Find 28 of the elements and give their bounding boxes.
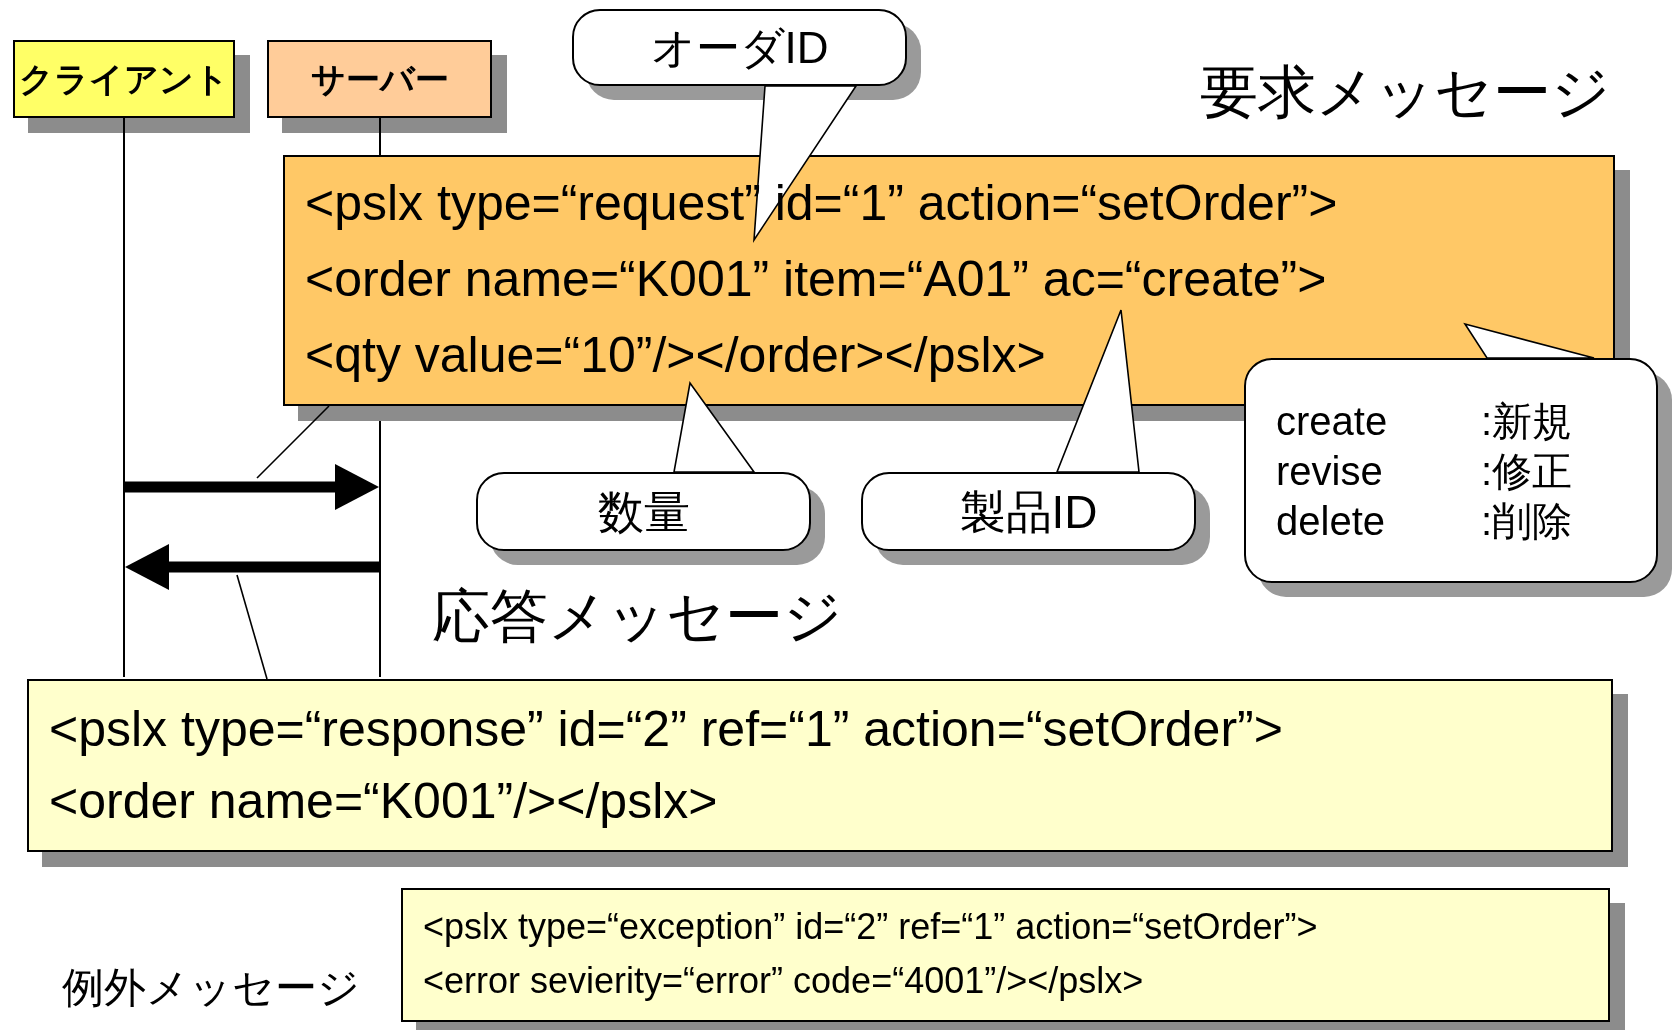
message-heading: 応答メッセージ — [432, 582, 842, 650]
code-line: <error sevierity=“error” code=“4001”/></pslx> — [423, 959, 1145, 1003]
speech-bubble-tail — [1055, 309, 1140, 473]
code-line: <order name=“K001” item=“A01” ac=“create”> — [305, 250, 1328, 309]
code-line: <pslx type=“exception” id=“2” ref=“1” action=“setOrder”> — [423, 905, 1319, 949]
legend-text: revise — [1276, 447, 1384, 495]
legend-text: :新規 — [1481, 397, 1574, 445]
leader-line — [256, 405, 330, 479]
participant-label: クライアント — [19, 58, 229, 100]
legend-text: :削除 — [1481, 497, 1574, 545]
speech-bubble-tail — [753, 85, 858, 243]
message-heading: 要求メッセージ — [1200, 58, 1610, 126]
code-line: <order name=“K001”/></pslx> — [49, 772, 719, 831]
participant-label: サーバー — [310, 58, 449, 100]
code-line: <pslx type=“response” id=“2” ref=“1” action=“setOrder”> — [49, 700, 1284, 759]
arrow — [125, 464, 379, 510]
legend-text: create — [1276, 397, 1389, 445]
message-heading: 例外メッセージ — [62, 963, 360, 1013]
callout-text: オーダID — [650, 22, 829, 74]
speech-bubble-tail — [673, 381, 756, 473]
leader-line — [236, 574, 268, 680]
callout-text: 数量 — [597, 484, 690, 540]
code-line: <qty value=“10”/></order></pslx> — [305, 326, 1047, 385]
arrow — [125, 544, 379, 590]
legend-text: :修正 — [1481, 447, 1574, 495]
callout-text: 製品ID — [959, 484, 1098, 540]
lifeline — [123, 118, 125, 677]
legend-text: delete — [1276, 497, 1386, 545]
